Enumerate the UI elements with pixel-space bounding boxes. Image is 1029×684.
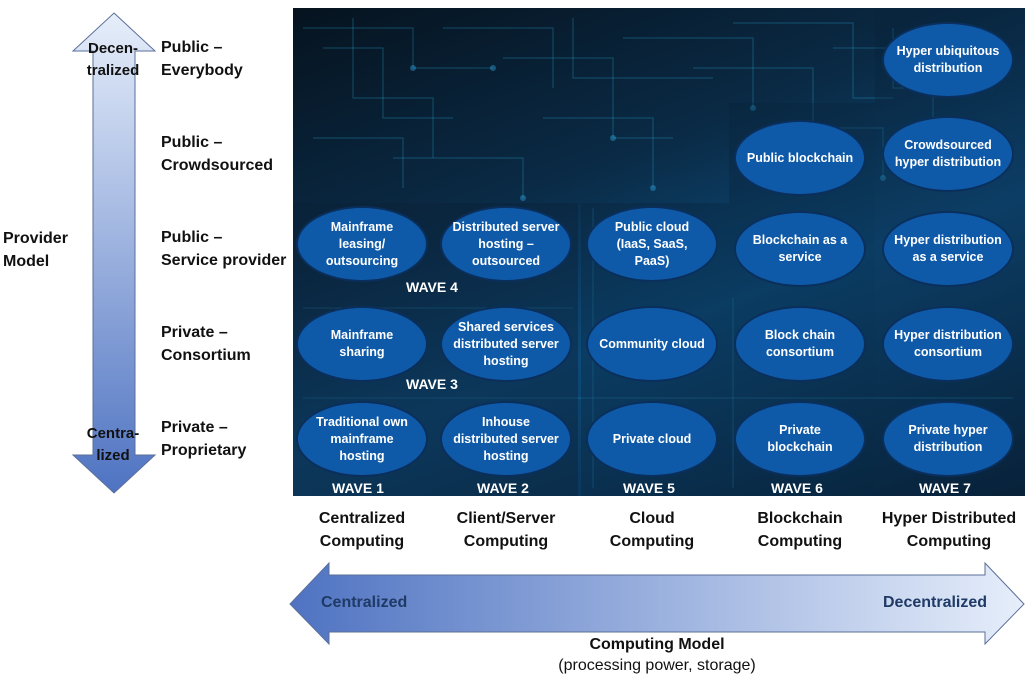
computing-right-label: Decentralized: [883, 594, 988, 611]
row-label-private-proprietary: Private – Proprietary: [161, 419, 247, 459]
provider-top-label: Decen- tralized: [86, 40, 140, 79]
wave-3-label: WAVE 3: [406, 376, 458, 392]
vertical-double-arrow: [71, 12, 157, 494]
ellipse-distributed-server-outsourced: Distributed server hosting – outsourced: [440, 206, 572, 282]
column-label-centralized: Centralized Computing: [318, 510, 406, 550]
computing-model-subtitle: (processing power, storage): [558, 657, 756, 674]
column-label-blockchain: Blockchain Computing: [757, 510, 843, 550]
ellipse-traditional-mainframe: Traditional own mainframe hosting: [296, 401, 428, 477]
row-label-public-service-provider: Public – Service provider: [161, 229, 287, 269]
wave-6-label: WAVE 6: [771, 480, 823, 496]
row-label-private-consortium: Private – Consortium: [161, 324, 251, 364]
wave-2-label: WAVE 2: [477, 480, 529, 496]
ellipse-mainframe-leasing: Mainframe leasing/ outsourcing: [296, 206, 428, 282]
ellipse-inhouse-distributed: Inhouse distributed server hosting: [440, 401, 572, 477]
ellipse-private-cloud: Private cloud: [586, 401, 718, 477]
ellipse-hyper-as-service: Hyper distribution as a service: [882, 211, 1014, 287]
wave-1-label: WAVE 1: [332, 480, 384, 496]
ellipse-blockchain-consortium: Block chain consortium: [734, 306, 866, 382]
computing-left-label: Centralized: [321, 594, 408, 611]
waves-panel: Mainframe leasing/ outsourcing Mainframe…: [293, 8, 1025, 496]
column-label-hyper-distributed: Hyper Distributed Computing: [881, 510, 1017, 550]
ellipse-community-cloud: Community cloud: [586, 306, 718, 382]
ellipse-hyper-ubiquitous: Hyper ubiquitous distribution: [882, 22, 1014, 98]
ellipse-private-hyper: Private hyper distribution: [882, 401, 1014, 477]
ellipse-public-cloud: Public cloud (IaaS, SaaS, PaaS): [586, 206, 718, 282]
row-label-public-crowdsourced: Public – Crowdsourced: [161, 134, 274, 174]
horizontal-double-arrow: [289, 562, 1025, 646]
ellipse-blockchain-as-service: Blockchain as a service: [734, 211, 866, 287]
ellipse-hyper-consortium: Hyper distribution consortium: [882, 306, 1014, 382]
ellipse-shared-services: Shared services distributed server hosti…: [440, 306, 572, 382]
provider-bottom-label: Centra- lized: [86, 425, 140, 464]
ellipse-public-blockchain: Public blockchain: [734, 120, 866, 196]
ellipse-private-blockchain: Private blockchain: [734, 401, 866, 477]
ellipse-mainframe-sharing: Mainframe sharing: [296, 306, 428, 382]
wave-5-label: WAVE 5: [623, 480, 675, 496]
provider-model-title: Provider Model: [3, 230, 68, 270]
ellipse-crowdsourced-hyper: Crowdsourced hyper distribution: [882, 116, 1014, 192]
wave-7-label: WAVE 7: [919, 480, 971, 496]
computing-model-title: Computing Model: [589, 636, 725, 653]
row-label-public-everybody: Public – Everybody: [161, 39, 243, 79]
wave-4-label: WAVE 4: [406, 279, 458, 295]
column-label-client-server: Client/Server Computing: [456, 510, 556, 550]
column-label-cloud: Cloud Computing: [609, 510, 695, 550]
